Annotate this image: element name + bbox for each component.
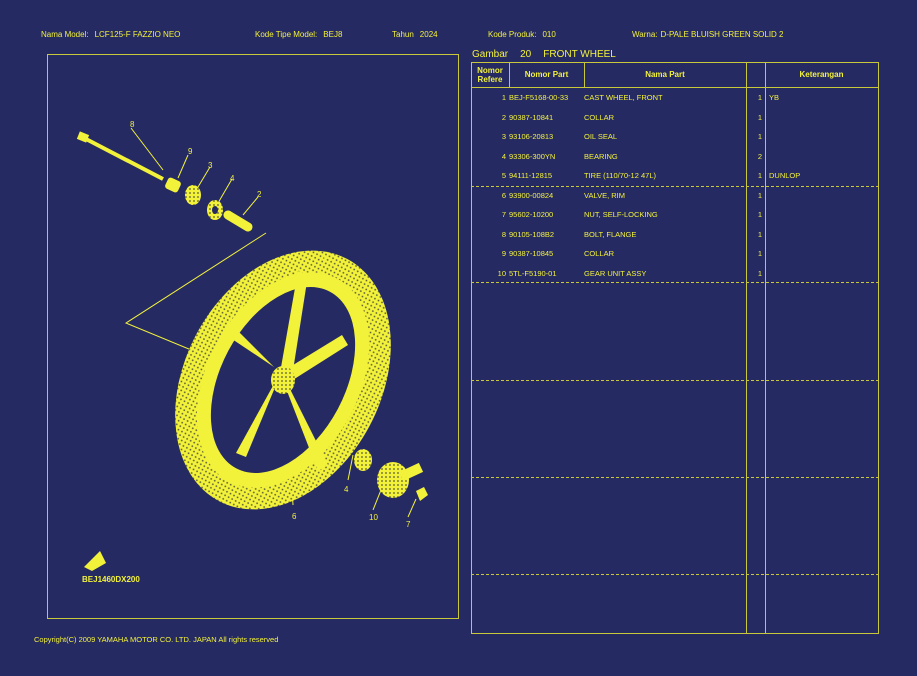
- color-info: Warna:D-PALE BLUISH GREEN SOLID 2: [632, 30, 784, 39]
- callout-5: 5: [321, 253, 326, 262]
- model-label: Nama Model:: [41, 30, 89, 39]
- quantity: 1: [757, 171, 762, 180]
- figure-title: Gambar 20 FRONT WHEEL: [472, 49, 628, 60]
- figure-code: BEJ1460DX200: [82, 575, 140, 584]
- model-value: LCF125-F FAZZIO NEO: [94, 30, 181, 39]
- figure-number: 20: [520, 49, 532, 60]
- copyright-text: Copyright(C) 2009 YAMAHA MOTOR CO. LTD. …: [34, 635, 279, 644]
- ref-number: 6: [501, 190, 506, 200]
- part-number: 95602-10200: [509, 210, 554, 219]
- callout-4-lower: 4: [344, 485, 349, 494]
- quantity: 1: [757, 132, 762, 141]
- header-ref: Nomor Refere: [477, 65, 503, 84]
- year-info: Tahun 2024: [392, 30, 438, 39]
- callout-1: 1: [363, 299, 368, 308]
- type-label: Kode Tipe Model:: [255, 30, 318, 39]
- part-name: COLLAR: [584, 249, 615, 258]
- quantity: 1: [757, 268, 762, 278]
- quantity: 1: [757, 229, 762, 239]
- callout-3: 3: [208, 161, 213, 170]
- type-info: Kode Tipe Model: BEJ8: [255, 30, 342, 39]
- part-name: TIRE (110/70-12 47L): [584, 171, 656, 180]
- header-part-name: Nama Part: [645, 70, 685, 79]
- part-name: VALVE, RIM: [584, 190, 625, 200]
- quantity: 1: [757, 112, 762, 122]
- ref-number: 9: [501, 249, 506, 258]
- part-number: 90105-108B2: [509, 229, 555, 239]
- ref-number: 8: [501, 229, 506, 239]
- part-number: 90387-10845: [509, 249, 554, 258]
- front-wheel-illustration: 8 9 3 4 2 5 1 4 6 10 7: [76, 120, 428, 571]
- part-name: COLLAR: [584, 112, 615, 122]
- callout-6: 6: [292, 512, 297, 521]
- part-name: OIL SEAL: [584, 132, 618, 141]
- parts-table: Nomor Refere Nomor Part Nama Part Ketera…: [471, 62, 879, 634]
- figure-name: FRONT WHEEL: [543, 49, 616, 60]
- note: DUNLOP: [769, 171, 801, 180]
- ref-number: 4: [501, 151, 506, 161]
- product-value: 010: [542, 30, 556, 39]
- part-number: BEJ-F5168-00-33: [509, 93, 569, 102]
- callout-9: 9: [188, 147, 193, 156]
- color-label: Warna:: [632, 30, 658, 39]
- callout-10: 10: [369, 513, 378, 522]
- year-value: 2024: [419, 30, 438, 39]
- part-number: 94111-12815: [509, 171, 553, 180]
- exploded-diagram: 8 9 3 4 2 5 1 4 6 10 7 BEJ1460DX200: [47, 54, 459, 619]
- part-number: 93900-00824: [509, 190, 554, 200]
- year-label: Tahun: [392, 30, 414, 39]
- front-arrow-icon: [84, 551, 106, 571]
- callout-7: 7: [406, 520, 411, 529]
- callout-numbers: 8 9 3 4 2 5 1 4 6 10 7: [130, 120, 411, 529]
- header-note: Keterangan: [799, 70, 844, 79]
- quantity: 1: [757, 249, 762, 258]
- product-label: Kode Produk:: [488, 30, 537, 39]
- header-part-no: Nomor Part: [524, 70, 569, 79]
- callout-8: 8: [130, 120, 135, 129]
- part-name: GEAR UNIT ASSY: [584, 268, 647, 278]
- figure-section-label: Gambar: [472, 49, 509, 60]
- ref-number: 2: [501, 112, 506, 122]
- ref-number: 7: [501, 210, 506, 219]
- ref-number: 3: [501, 132, 506, 141]
- part-name: CAST WHEEL, FRONT: [584, 93, 663, 102]
- color-value: D-PALE BLUISH GREEN SOLID 2: [660, 30, 784, 39]
- part-name: NUT, SELF-LOCKING: [584, 210, 658, 219]
- ref-number: 10: [497, 268, 506, 278]
- model-info: Nama Model: LCF125-F FAZZIO NEO: [41, 30, 180, 39]
- quantity: 1: [757, 93, 762, 102]
- product-info: Kode Produk: 010: [488, 30, 556, 39]
- part-number: 5TL-F5190-01: [509, 268, 557, 278]
- quantity: 2: [757, 151, 762, 161]
- type-value: BEJ8: [323, 30, 343, 39]
- quantity: 1: [757, 190, 762, 200]
- callout-4: 4: [230, 174, 235, 183]
- part-number: 93306-300YN: [509, 151, 556, 161]
- quantity: 1: [757, 210, 762, 219]
- part-number: 93106-20813: [509, 132, 554, 141]
- callout-2: 2: [257, 190, 262, 199]
- ref-number: 1: [501, 93, 506, 102]
- part-name: BOLT, FLANGE: [584, 229, 637, 239]
- note: YB: [769, 93, 780, 102]
- ref-number: 5: [501, 171, 506, 180]
- part-name: BEARING: [584, 151, 618, 161]
- part-number: 90387-10841: [509, 112, 554, 122]
